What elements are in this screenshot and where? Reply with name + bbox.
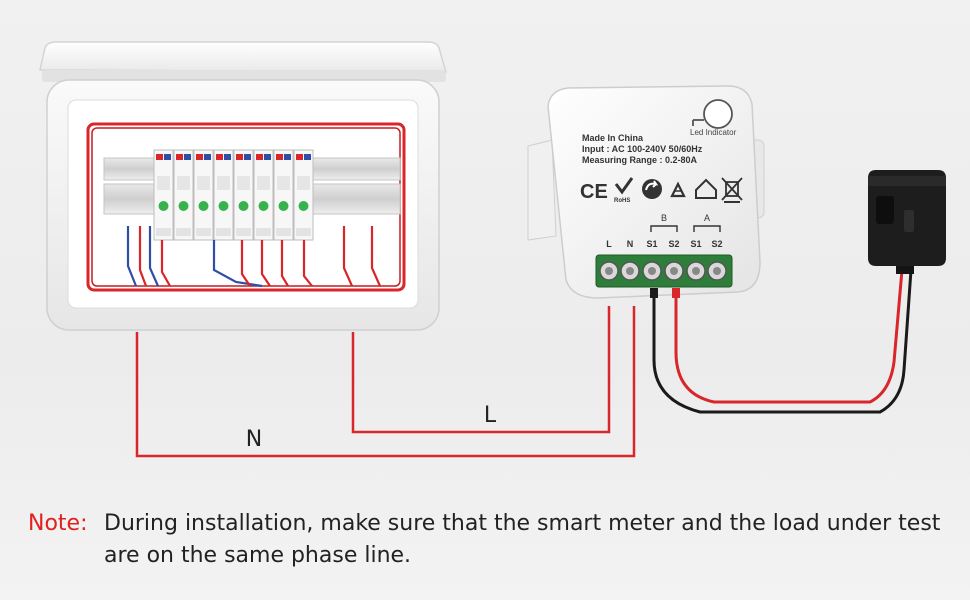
breaker-button (198, 201, 209, 211)
breaker-row (153, 149, 314, 241)
terminal-label-l: L (606, 239, 612, 249)
ct-lead-black (652, 269, 913, 414)
breaker (293, 149, 314, 241)
terminal-label-b-s2: S2 (668, 239, 679, 249)
smart-meter: Led Indicator Made In China Input : AC 1… (527, 85, 765, 299)
breaker (153, 149, 174, 241)
group-b-bracket (650, 225, 678, 232)
neutral-wire (135, 306, 636, 458)
cycle-arrow-icon (642, 179, 662, 199)
current-clamp (868, 170, 946, 274)
meter-range-spec: Measuring Range : 0.2-80A (582, 155, 698, 165)
rohs-label: RoHS (614, 198, 630, 204)
note-text: During installation, make sure that the … (104, 511, 941, 568)
breaker (273, 149, 294, 241)
ct-red-ferrule (672, 288, 680, 298)
meter-left-ear (527, 139, 557, 241)
led-indicator-label: Led Indicator (690, 128, 737, 137)
ct-lead-red (674, 269, 904, 404)
live-wire (351, 306, 611, 434)
field-wiring (135, 269, 913, 458)
recycle-icon (670, 181, 686, 198)
clamp-cable-boot (896, 266, 914, 274)
clamp-latch (904, 210, 914, 232)
note-label: Note: (28, 511, 88, 536)
terminal-screws (599, 261, 727, 281)
group-a-label: A (704, 213, 710, 223)
ct-black-ferrule (650, 288, 658, 298)
box-lid (39, 41, 448, 73)
terminal-label-n: N (627, 239, 634, 249)
meter-input-spec: Input : AC 100-240V 50/60Hz (582, 144, 703, 154)
lid-hinge (42, 70, 446, 82)
house-icon (695, 178, 717, 199)
clamp-opening (876, 196, 894, 224)
breaker-button (238, 201, 249, 211)
breaker-button (258, 201, 269, 211)
led-indicator (703, 99, 733, 129)
breaker (213, 149, 234, 241)
breaker (193, 149, 214, 241)
perimeter-wire (86, 122, 406, 292)
breaker-wires (126, 226, 382, 288)
terminal-label-a-s1: S1 (690, 239, 701, 249)
live-label: L (484, 403, 497, 428)
installation-note: Note: During installation, make sure tha… (28, 508, 953, 572)
group-b-label: B (661, 213, 667, 223)
neutral-label: N (246, 427, 262, 452)
breaker-button (178, 201, 189, 211)
ce-mark: CE (580, 181, 608, 203)
breaker-button (298, 201, 309, 211)
distribution-box (39, 41, 448, 331)
terminal-label-b-s1: S1 (646, 239, 657, 249)
rohs-check-icon: RoHS (614, 177, 634, 204)
breaker (173, 149, 194, 241)
breaker-button (218, 201, 229, 211)
breaker (253, 149, 274, 241)
breaker-button (278, 201, 289, 211)
terminal-label-a-s2: S2 (711, 239, 722, 249)
weee-bin-icon (721, 177, 743, 203)
meter-made-in: Made In China (582, 133, 644, 143)
breaker-button (158, 201, 169, 211)
group-a-bracket (693, 225, 721, 232)
breaker (233, 149, 254, 241)
